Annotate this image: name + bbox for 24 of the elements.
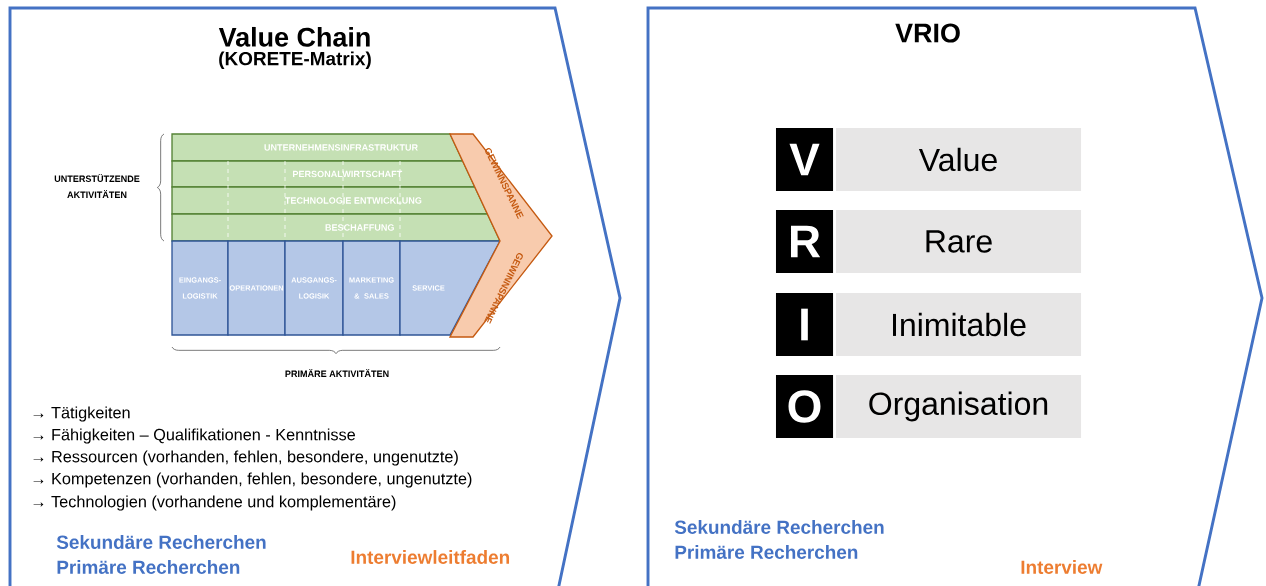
axis-label: PRIMÄRE AKTIVITÄTEN	[285, 369, 389, 377]
bullet-text: → Ressourcen (vorhanden, fehlen, besondere, ungenutzte)	[33, 450, 458, 466]
criterion-bar: Organisation	[836, 375, 1082, 438]
criterion-bar: Rare	[836, 210, 1082, 273]
bullet-text: → Kompetenzen (vorhanden, fehlen, besondere, ungenutzte)	[33, 472, 472, 488]
support-activity-band: BESCHAFFUNG	[171, 213, 502, 242]
method-text: Primäre Recherchen	[57, 560, 240, 574]
method-text: Interview	[1021, 560, 1103, 574]
letter-tile: I	[776, 293, 834, 356]
bullet-text: → Fähigkeiten – Qualifikationen - Kenntnisse	[33, 428, 355, 444]
support-activity-band: PERSONALWIRTSCHAFT	[171, 160, 476, 188]
criterion-bar: Inimitable	[836, 293, 1082, 356]
method-text: Primäre Recherchen	[675, 545, 858, 559]
letter-tile: V	[776, 128, 834, 191]
method-text: Interviewleitfaden	[351, 550, 510, 564]
letter-tile: R	[776, 210, 834, 273]
bullet-text: → Tätigkeiten	[33, 406, 130, 422]
bullet-text: → Technologien (vorhandene und komplementäre)	[33, 495, 396, 511]
axis-label: UNTERSTÜTZENDE AKTIVITÄTEN	[54, 174, 140, 198]
support-activity-band: UNTERNEHMENSINFRASTRUKTUR	[171, 133, 464, 162]
method-text: Sekundäre Recherchen	[674, 520, 884, 534]
method-text: Sekundäre Recherchen	[56, 535, 266, 549]
criterion-bar: Value	[836, 128, 1082, 191]
letter-tile: O	[776, 375, 834, 438]
